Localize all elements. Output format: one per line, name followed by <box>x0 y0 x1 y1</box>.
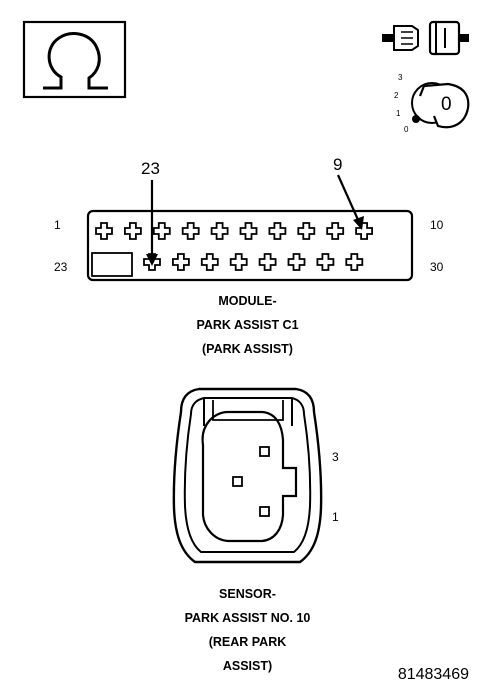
sensor-pin-1 <box>259 506 270 517</box>
ignition-key-face-label: 0 <box>441 94 452 115</box>
sensor-caption-line-1: SENSOR- <box>219 587 276 601</box>
terminal-cavity-30 <box>345 253 364 271</box>
callout-arrow-9 <box>336 174 364 230</box>
terminal-cavity-26 <box>229 253 248 271</box>
pin-label-1: 1 <box>54 218 61 232</box>
pin-label-30: 30 <box>430 260 444 274</box>
module-caption-line-2: PARK ASSIST C1 <box>196 318 299 332</box>
pin-label-10: 10 <box>430 218 444 232</box>
terminal-cavity-24 <box>172 253 190 271</box>
sensor-pin-label-1: 1 <box>332 510 339 524</box>
sensor-caption: SENSOR- PARK ASSIST NO. 10 (REAR PARK AS… <box>0 582 495 678</box>
ignition-position-2: 2 <box>394 91 399 100</box>
sensor-connector <box>172 387 323 564</box>
ohmmeter-icon <box>22 20 127 99</box>
terminal-cavity-28 <box>287 253 306 271</box>
callout-23-label: 23 <box>141 159 160 178</box>
terminal-cavity-8 <box>297 222 316 240</box>
module-caption-line-3: (PARK ASSIST) <box>202 342 293 356</box>
callout-arrow-23 <box>146 180 158 266</box>
blank-cavity <box>91 252 133 277</box>
disconnect-connector-icon <box>382 20 469 56</box>
ignition-position-1: 1 <box>396 109 401 118</box>
terminal-cavity-5 <box>210 222 229 240</box>
sensor-caption-line-3: (REAR PARK <box>208 635 287 649</box>
terminal-cavity-25 <box>200 253 219 271</box>
terminal-cavity-6 <box>239 222 258 240</box>
ignition-position-0: 0 <box>404 125 409 134</box>
terminal-cavity-4 <box>181 222 200 240</box>
terminal-cavity-9 <box>326 222 345 240</box>
terminal-cavity-3 <box>152 222 171 240</box>
terminal-cavity-29 <box>316 253 335 271</box>
terminal-cavity-7 <box>268 222 287 240</box>
callout-9-label: 9 <box>333 155 343 174</box>
pin-label-23: 23 <box>54 260 68 274</box>
sensor-caption-line-4: ASSIST) <box>222 659 273 673</box>
pin-row-top <box>95 222 373 240</box>
terminal-cavity-10 <box>355 222 373 240</box>
terminal-cavity-1 <box>95 222 113 240</box>
module-connector <box>86 174 414 282</box>
sensor-caption-line-2: PARK ASSIST NO. 10 <box>184 611 311 625</box>
sensor-pin-3 <box>259 446 270 457</box>
sensor-pin-2 <box>232 476 243 487</box>
terminal-cavity-27 <box>258 253 277 271</box>
terminal-cavity-2 <box>124 222 142 240</box>
ignition-key-off-icon <box>411 82 470 129</box>
module-caption-line-1: MODULE- <box>218 294 277 308</box>
figure-number: 81483469 <box>397 666 469 683</box>
ignition-position-3: 3 <box>398 73 403 82</box>
module-caption: MODULE- PARK ASSIST C1 (PARK ASSIST) <box>0 289 495 361</box>
sensor-pin-label-3: 3 <box>332 450 339 464</box>
